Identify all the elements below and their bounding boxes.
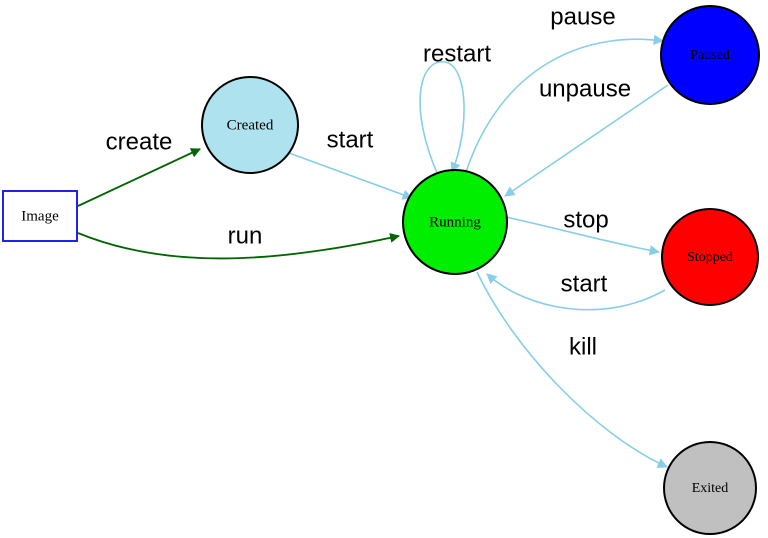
node-created-shape[interactable] bbox=[201, 76, 299, 174]
edge-start-created bbox=[288, 152, 413, 200]
node-stopped[interactable]: Stopped bbox=[661, 208, 759, 306]
edge-stop bbox=[505, 216, 661, 256]
edge-create bbox=[77, 148, 201, 207]
edge-label-start-created: start bbox=[327, 126, 374, 153]
edge-label-pause: pause bbox=[550, 3, 615, 30]
node-image[interactable]: Image bbox=[2, 190, 78, 242]
node-created-label: Created bbox=[227, 117, 274, 133]
edge-label-kill: kill bbox=[569, 333, 597, 360]
edge-label-restart: restart bbox=[423, 40, 491, 67]
edge-unpause bbox=[504, 84, 669, 197]
node-image-shape[interactable] bbox=[2, 190, 78, 242]
node-stopped-shape[interactable] bbox=[661, 208, 759, 306]
node-stopped-label: Stopped bbox=[687, 250, 733, 265]
node-paused-shape[interactable] bbox=[660, 5, 760, 105]
node-paused-label: Paused bbox=[690, 48, 730, 63]
edge-start-stopped bbox=[486, 273, 666, 311]
edge-restart bbox=[419, 61, 465, 174]
node-paused[interactable]: Paused bbox=[660, 5, 760, 105]
edge-label-create: create bbox=[106, 128, 173, 155]
edge-run bbox=[77, 232, 400, 260]
edge-labels-layer: create run start restart pause unpause s… bbox=[106, 3, 631, 360]
nodes-layer: Image Created Running Paused Stopped bbox=[2, 5, 760, 535]
edge-label-unpause: unpause bbox=[539, 75, 631, 102]
edge-pause bbox=[465, 34, 665, 173]
node-running-shape[interactable] bbox=[402, 169, 508, 275]
node-exited-label: Exited bbox=[692, 481, 729, 496]
node-image-label: Image bbox=[21, 208, 59, 224]
edge-label-stop: stop bbox=[563, 206, 608, 233]
node-exited[interactable]: Exited bbox=[663, 441, 757, 535]
node-exited-shape[interactable] bbox=[663, 441, 757, 535]
node-running-label: Running bbox=[429, 214, 481, 230]
node-created[interactable]: Created bbox=[201, 76, 299, 174]
edge-kill bbox=[476, 271, 668, 468]
edge-label-run: run bbox=[228, 222, 263, 249]
edge-label-start-stopped: start bbox=[561, 270, 608, 297]
node-running[interactable]: Running bbox=[402, 169, 508, 275]
edges-layer bbox=[77, 34, 669, 468]
